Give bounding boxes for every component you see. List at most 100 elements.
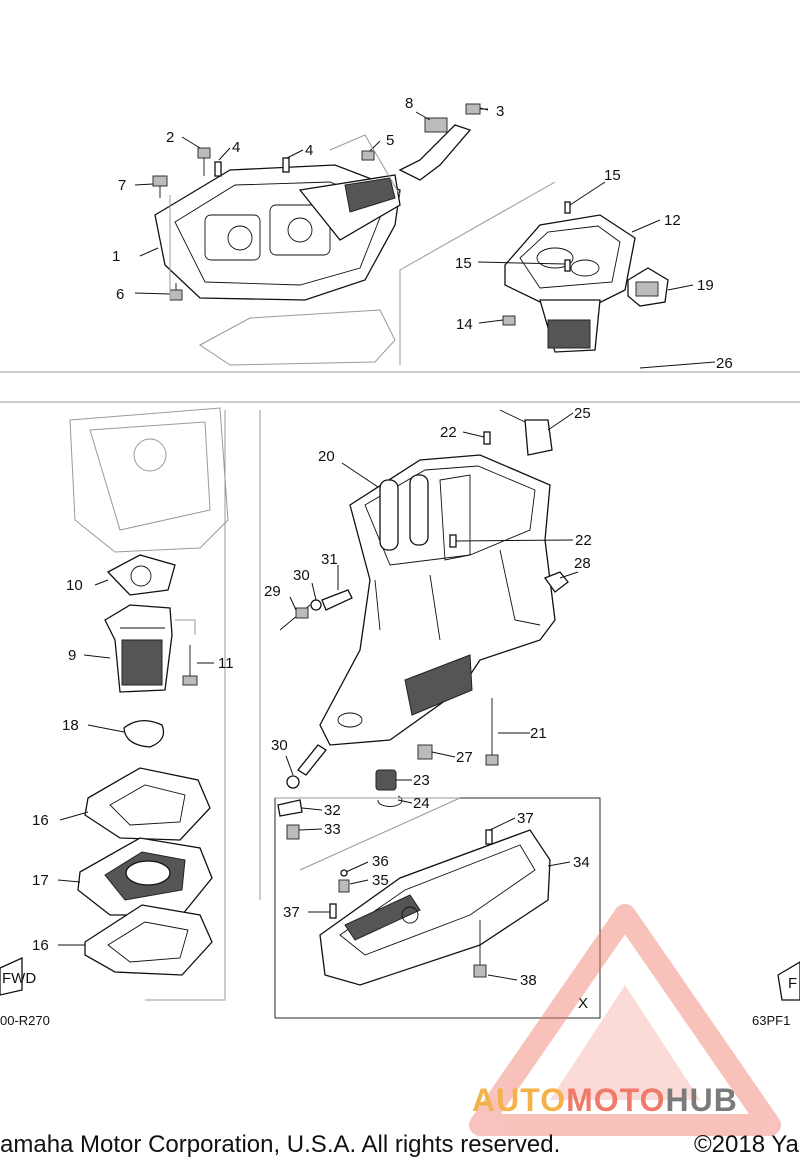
- drain-29: [279, 604, 311, 631]
- callout-16a: 16: [32, 812, 49, 829]
- callout-25: 25: [574, 405, 591, 422]
- callout-5: 5: [386, 132, 394, 149]
- copyright-notice: amaha Motor Corporation, U.S.A. All righ…: [0, 1131, 561, 1158]
- callout-14: 14: [456, 316, 473, 333]
- callout-4b: 4: [305, 142, 313, 159]
- callout-35: 35: [372, 872, 389, 889]
- callout-11: 11: [218, 655, 234, 672]
- pin-15-mid: [564, 259, 571, 272]
- callout-30b: 30: [271, 737, 288, 754]
- ghost-gasket: [199, 309, 396, 366]
- dowel-pins-4: [214, 157, 290, 177]
- cover-34: [319, 829, 551, 986]
- logo-hub: HUB: [665, 1082, 738, 1118]
- bolt-5: [361, 150, 375, 161]
- callout-37a: 37: [517, 810, 534, 827]
- callout-16b: 16: [32, 937, 49, 954]
- callout-labels: 1 2 3 4 4 5 6 7 8 9 10 11 12 14 15 15 16…: [32, 95, 733, 1012]
- watermark-logo-triangle: [469, 904, 781, 1136]
- callout-28: 28: [574, 555, 591, 572]
- callout-31: 31: [321, 551, 338, 568]
- callout-9: 9: [68, 647, 76, 664]
- fwd-arrow-left: FWD: [0, 956, 36, 996]
- fwd-arrow-right: F: [777, 961, 800, 1001]
- callout-x: X: [578, 995, 588, 1012]
- bolt-38: [473, 920, 487, 978]
- callout-12: 12: [664, 212, 681, 229]
- callout-22a: 22: [440, 424, 457, 441]
- logo-moto: MOTO: [566, 1082, 666, 1118]
- callout-36: 36: [372, 853, 389, 870]
- callout-18: 18: [62, 717, 79, 734]
- bolt-2: [197, 147, 211, 176]
- callout-8: 8: [405, 95, 413, 112]
- washer-36: [340, 869, 348, 877]
- gasket-10: [106, 554, 176, 596]
- callout-10: 10: [66, 577, 83, 594]
- callout-29: 29: [264, 583, 281, 600]
- callout-32: 32: [324, 802, 341, 819]
- fwd-label-left: FWD: [2, 970, 36, 987]
- callout-4a: 4: [232, 139, 240, 156]
- callout-23: 23: [413, 772, 430, 789]
- hose-31: [321, 589, 353, 611]
- seal-19: [627, 267, 669, 307]
- bracket-8: [398, 117, 472, 181]
- bolt-7: [152, 175, 168, 198]
- part-27: [417, 744, 433, 760]
- seal-18: [123, 720, 165, 748]
- diagram-ref-right: 63PF1: [752, 1013, 791, 1028]
- callout-22b: 22: [575, 532, 592, 549]
- collar-9: [104, 604, 173, 693]
- callout-33: 33: [324, 821, 341, 838]
- pin-22-mid: [449, 534, 457, 548]
- callout-30a: 30: [293, 567, 310, 584]
- diagram-ref-left: 00-R270: [0, 1013, 50, 1028]
- bolt-11: [182, 645, 198, 686]
- callout-27: 27: [456, 749, 473, 766]
- callout-2: 2: [166, 129, 174, 146]
- pin-15-top: [564, 201, 571, 214]
- pin-37-right: [485, 829, 493, 845]
- callout-3: 3: [496, 103, 504, 120]
- callout-24: 24: [413, 795, 430, 812]
- fwd-label-right: F: [788, 975, 797, 992]
- bolt-6: [169, 283, 183, 301]
- upper-casing: [154, 164, 401, 301]
- callout-15b: 15: [455, 255, 472, 272]
- pin-22-top: [483, 431, 491, 445]
- exhaust-guide: [504, 214, 636, 353]
- bracket-32: [277, 799, 303, 817]
- callout-21: 21: [530, 725, 547, 742]
- bolt-33: [286, 824, 300, 840]
- pin-37-left: [329, 903, 337, 919]
- callout-34: 34: [573, 854, 590, 871]
- callout-19: 19: [697, 277, 714, 294]
- callout-38: 38: [520, 972, 537, 989]
- gasket-17: [77, 837, 213, 916]
- callout-1: 1: [112, 248, 120, 265]
- watermark-logo-text: AUTOMOTOHUB: [472, 1082, 738, 1119]
- callout-26: 26: [716, 355, 733, 372]
- logo-auto: AUTO: [472, 1082, 567, 1118]
- circlip-24: [377, 795, 403, 807]
- copyright-year: ©2018 Ya: [694, 1131, 799, 1158]
- bolt-14: [502, 315, 516, 326]
- callout-17: 17: [32, 872, 49, 889]
- clip-30-upper: [310, 599, 322, 611]
- hose-30-lower: [286, 744, 327, 789]
- callout-20: 20: [318, 448, 335, 465]
- gasket-16-upper: [84, 767, 211, 841]
- callout-37b: 37: [283, 904, 300, 921]
- bushing-23: [375, 769, 397, 791]
- callout-7: 7: [118, 177, 126, 194]
- grommet-25: [499, 409, 553, 456]
- bolt-35: [338, 879, 350, 893]
- callout-15a: 15: [604, 167, 621, 184]
- callout-6: 6: [116, 286, 124, 303]
- crankcase-ghost: [69, 407, 229, 553]
- upper-case-20: [319, 454, 556, 746]
- gasket-16-lower: [84, 904, 213, 976]
- bolt-21: [485, 698, 499, 766]
